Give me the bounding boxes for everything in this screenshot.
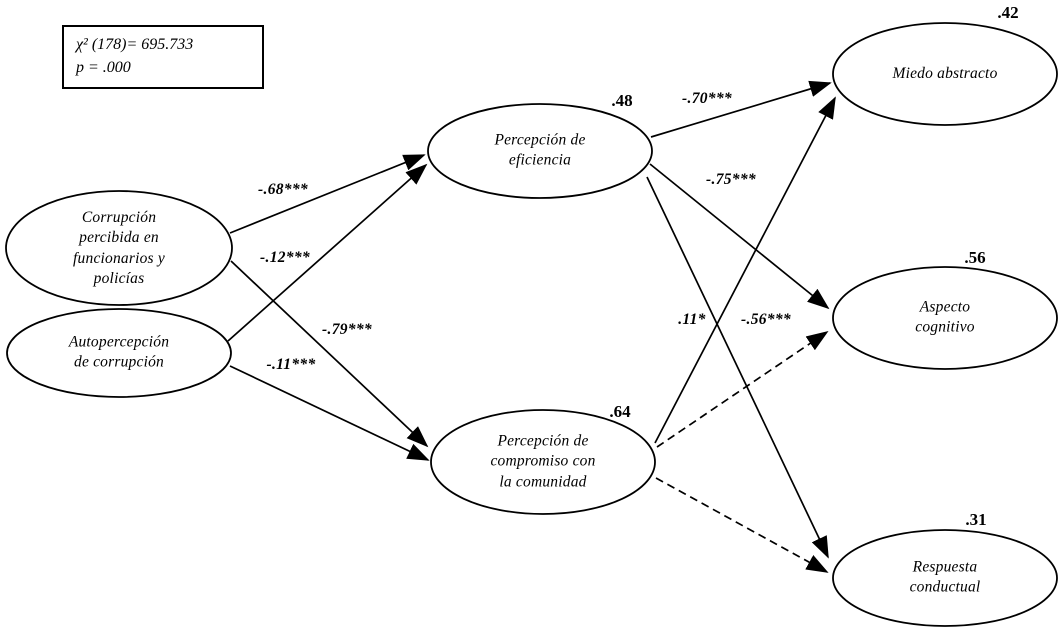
path-corrupcion-to-eficiencia [229, 154, 426, 234]
node-label-autopercepcion: Autopercepción de corrupción [68, 333, 170, 371]
r2-percepcion-eficiencia: .48 [611, 91, 633, 110]
node-label-percepcion-eficiencia: Percepción de eficiencia [494, 131, 586, 169]
coef-autopercepcion-compromiso: -.11*** [266, 356, 316, 373]
path-autopercepcion-to-compromiso [229, 365, 430, 461]
ellipse-respuesta-conductual [832, 529, 1058, 627]
chi-square-stat: χ² (178)= 695.733 [76, 36, 194, 53]
coef-eficiencia-respuesta: -.56*** [741, 311, 791, 328]
node-label-respuesta-conductual: Respuesta conductual [909, 558, 981, 596]
ellipse-percepcion-compromiso [430, 409, 656, 515]
r2-aspecto-cognitivo: .56 [964, 248, 986, 267]
node-label-aspecto-cognitivo: Aspecto cognitivo [915, 298, 975, 336]
path-compromiso-to-aspecto-dashed [656, 330, 829, 448]
node-label-percepcion-compromiso: Percepción de compromiso con la comunida… [490, 432, 596, 491]
node-label-miedo-abstracto: Miedo abstracto [892, 64, 998, 82]
coef-eficiencia-miedo: -.70*** [682, 90, 732, 107]
path-compromiso-to-respuesta-dashed [655, 477, 829, 573]
ellipse-corrupcion-percibida [5, 190, 233, 306]
path-eficiencia-to-respuesta [646, 176, 829, 559]
ellipse-percepcion-eficiencia [427, 103, 653, 199]
node-label-corrupcion-percibida: Corrupción percibida en funcionarios y p… [73, 209, 165, 288]
coef-corrupcion-eficiencia: -.68*** [258, 181, 308, 198]
path-corrupcion-to-compromiso [230, 260, 429, 448]
model-fit-box: χ² (178)= 695.733 p = .000 [62, 25, 264, 90]
r2-respuesta-conductual: .31 [965, 510, 987, 529]
ellipse-miedo-abstracto [832, 22, 1058, 126]
ellipse-aspecto-cognitivo [832, 266, 1058, 370]
path-eficiencia-to-miedo [650, 80, 832, 138]
ellipse-autopercepcion [6, 308, 232, 398]
p-value: p = .000 [76, 59, 131, 77]
coef-corrupcion-compromiso: -.12*** [260, 249, 310, 266]
path-eficiencia-to-aspecto [649, 163, 830, 310]
coef-compromiso-miedo: .11* [678, 311, 706, 328]
coef-eficiencia-aspecto: -.75*** [706, 171, 756, 188]
path-compromiso-to-miedo [654, 96, 836, 444]
r2-miedo-abstracto: .42 [997, 3, 1019, 22]
path-autopercepcion-to-eficiencia [227, 163, 428, 342]
coef-autopercepcion-eficiencia: -.79*** [322, 321, 372, 338]
r2-percepcion-compromiso: .64 [609, 402, 631, 421]
